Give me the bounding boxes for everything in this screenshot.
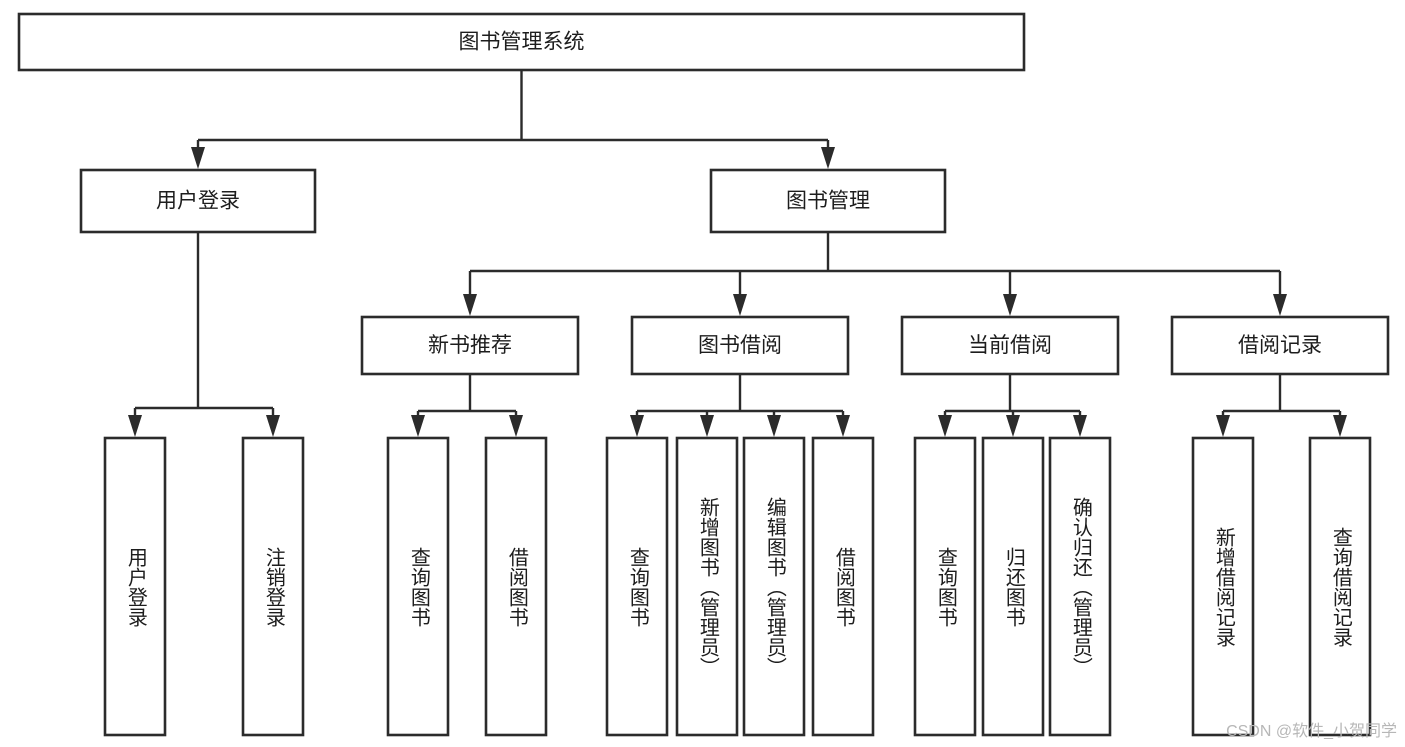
node-box-root-0[interactable] bbox=[17, 12, 1026, 72]
arrow-mgr-to-level3-1 bbox=[733, 294, 747, 316]
node-box-leaf-4[interactable] bbox=[605, 436, 669, 737]
node-label-level3-0: 新书推荐 bbox=[428, 334, 512, 357]
arrow-to-leaf-1-0 bbox=[411, 415, 425, 437]
node-box-level2-0[interactable] bbox=[79, 168, 317, 234]
node-box-leaf-5[interactable] bbox=[675, 436, 739, 737]
node-label-level3-1: 图书借阅 bbox=[698, 334, 782, 357]
arrow-mgr-to-level3-2 bbox=[1003, 294, 1017, 316]
arrow-to-leaf-3-1 bbox=[1006, 415, 1020, 437]
node-box-leaf-9[interactable] bbox=[981, 436, 1045, 737]
arrow-root-to-level2-0 bbox=[191, 147, 205, 169]
arrow-root-to-level2-1 bbox=[821, 147, 835, 169]
arrow-mgr-to-level3-3 bbox=[1273, 294, 1287, 316]
arrow-to-leaf-0-0 bbox=[128, 415, 142, 437]
node-label-level3-2: 当前借阅 bbox=[968, 334, 1052, 357]
arrow-to-leaf-3-2 bbox=[1073, 415, 1087, 437]
node-box-level3-3[interactable] bbox=[1170, 315, 1390, 376]
arrow-to-leaf-2-2 bbox=[767, 415, 781, 437]
node-box-leaf-6[interactable] bbox=[742, 436, 806, 737]
node-box-leaf-2[interactable] bbox=[386, 436, 450, 737]
node-box-leaf-11[interactable] bbox=[1191, 436, 1255, 737]
arrow-to-leaf-2-0 bbox=[630, 415, 644, 437]
node-box-leaf-12[interactable] bbox=[1308, 436, 1372, 737]
arrow-to-leaf-2-1 bbox=[700, 415, 714, 437]
arrow-to-leaf-4-0 bbox=[1216, 415, 1230, 437]
node-box-leaf-1[interactable] bbox=[241, 436, 305, 737]
arrow-to-leaf-2-3 bbox=[836, 415, 850, 437]
node-label-level2-1: 图书管理 bbox=[786, 190, 870, 213]
node-box-leaf-10[interactable] bbox=[1048, 436, 1112, 737]
arrow-to-leaf-3-0 bbox=[938, 415, 952, 437]
node-box-level2-1[interactable] bbox=[709, 168, 947, 234]
node-box-level3-0[interactable] bbox=[360, 315, 580, 376]
arrow-to-leaf-1-1 bbox=[509, 415, 523, 437]
node-label-level3-3: 借阅记录 bbox=[1238, 334, 1322, 357]
arrow-mgr-to-level3-0 bbox=[463, 294, 477, 316]
connector-layer bbox=[128, 70, 1347, 437]
node-box-leaf-3[interactable] bbox=[484, 436, 548, 737]
node-box-leaf-8[interactable] bbox=[913, 436, 977, 737]
node-box-level3-1[interactable] bbox=[630, 315, 850, 376]
arrow-to-leaf-4-1 bbox=[1333, 415, 1347, 437]
node-label-level2-0: 用户登录 bbox=[156, 190, 240, 213]
node-box-level3-2[interactable] bbox=[900, 315, 1120, 376]
watermark-text: CSDN @软件_小贺同学 bbox=[1226, 723, 1397, 740]
node-box-leaf-0[interactable] bbox=[103, 436, 167, 737]
arrow-to-leaf-0-1 bbox=[266, 415, 280, 437]
node-box-layer bbox=[17, 12, 1390, 737]
node-label-root-0: 图书管理系统 bbox=[459, 31, 585, 54]
node-box-leaf-7[interactable] bbox=[811, 436, 875, 737]
